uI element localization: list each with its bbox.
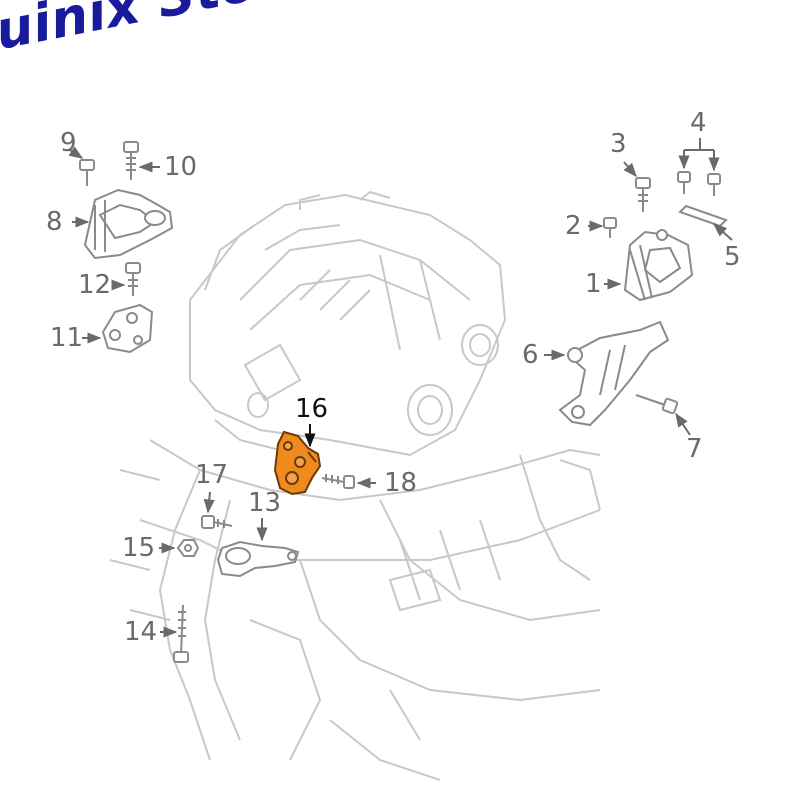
callout-15: 15 — [122, 533, 156, 563]
heat-shield-5 — [678, 204, 728, 228]
bracket-6 — [558, 320, 670, 427]
callout-8: 8 — [46, 207, 63, 237]
bolt-10 — [123, 141, 139, 180]
callout-1: 1 — [585, 269, 602, 299]
mount-13 — [216, 540, 300, 578]
callout-2: 2 — [565, 211, 582, 241]
callout-5: 5 — [724, 242, 741, 272]
nut-15 — [176, 539, 200, 557]
callout-9: 9 — [60, 128, 77, 158]
callout-17: 17 — [195, 460, 229, 490]
bolt-17 — [201, 515, 233, 529]
callout-4: 4 — [690, 108, 707, 138]
callout-7: 7 — [686, 434, 703, 464]
callout-11: 11 — [50, 323, 84, 353]
callout-6: 6 — [522, 340, 539, 370]
bolt-2 — [603, 217, 617, 238]
bolt-18 — [321, 474, 355, 489]
callout-12: 12 — [78, 270, 112, 300]
callout-16: 16 — [295, 394, 329, 424]
bolt-12 — [125, 262, 141, 296]
engine-block-outline — [189, 190, 507, 457]
callout-14: 14 — [124, 617, 158, 647]
bolt-3 — [635, 177, 651, 212]
bolt-9 — [79, 159, 95, 186]
bolts-4 — [677, 171, 721, 196]
mount-1 — [623, 229, 694, 302]
mount-8 — [83, 188, 174, 260]
bolt-14 — [173, 604, 189, 663]
bracket-11 — [101, 303, 154, 354]
callout-3: 3 — [610, 129, 627, 159]
callout-18: 18 — [384, 468, 418, 498]
leader-lines — [68, 138, 733, 638]
bolt-7 — [635, 394, 679, 415]
subframe-outline — [109, 439, 601, 781]
callout-10: 10 — [164, 152, 198, 182]
bracket-16-highlighted — [273, 430, 322, 496]
callout-13: 13 — [248, 488, 282, 518]
